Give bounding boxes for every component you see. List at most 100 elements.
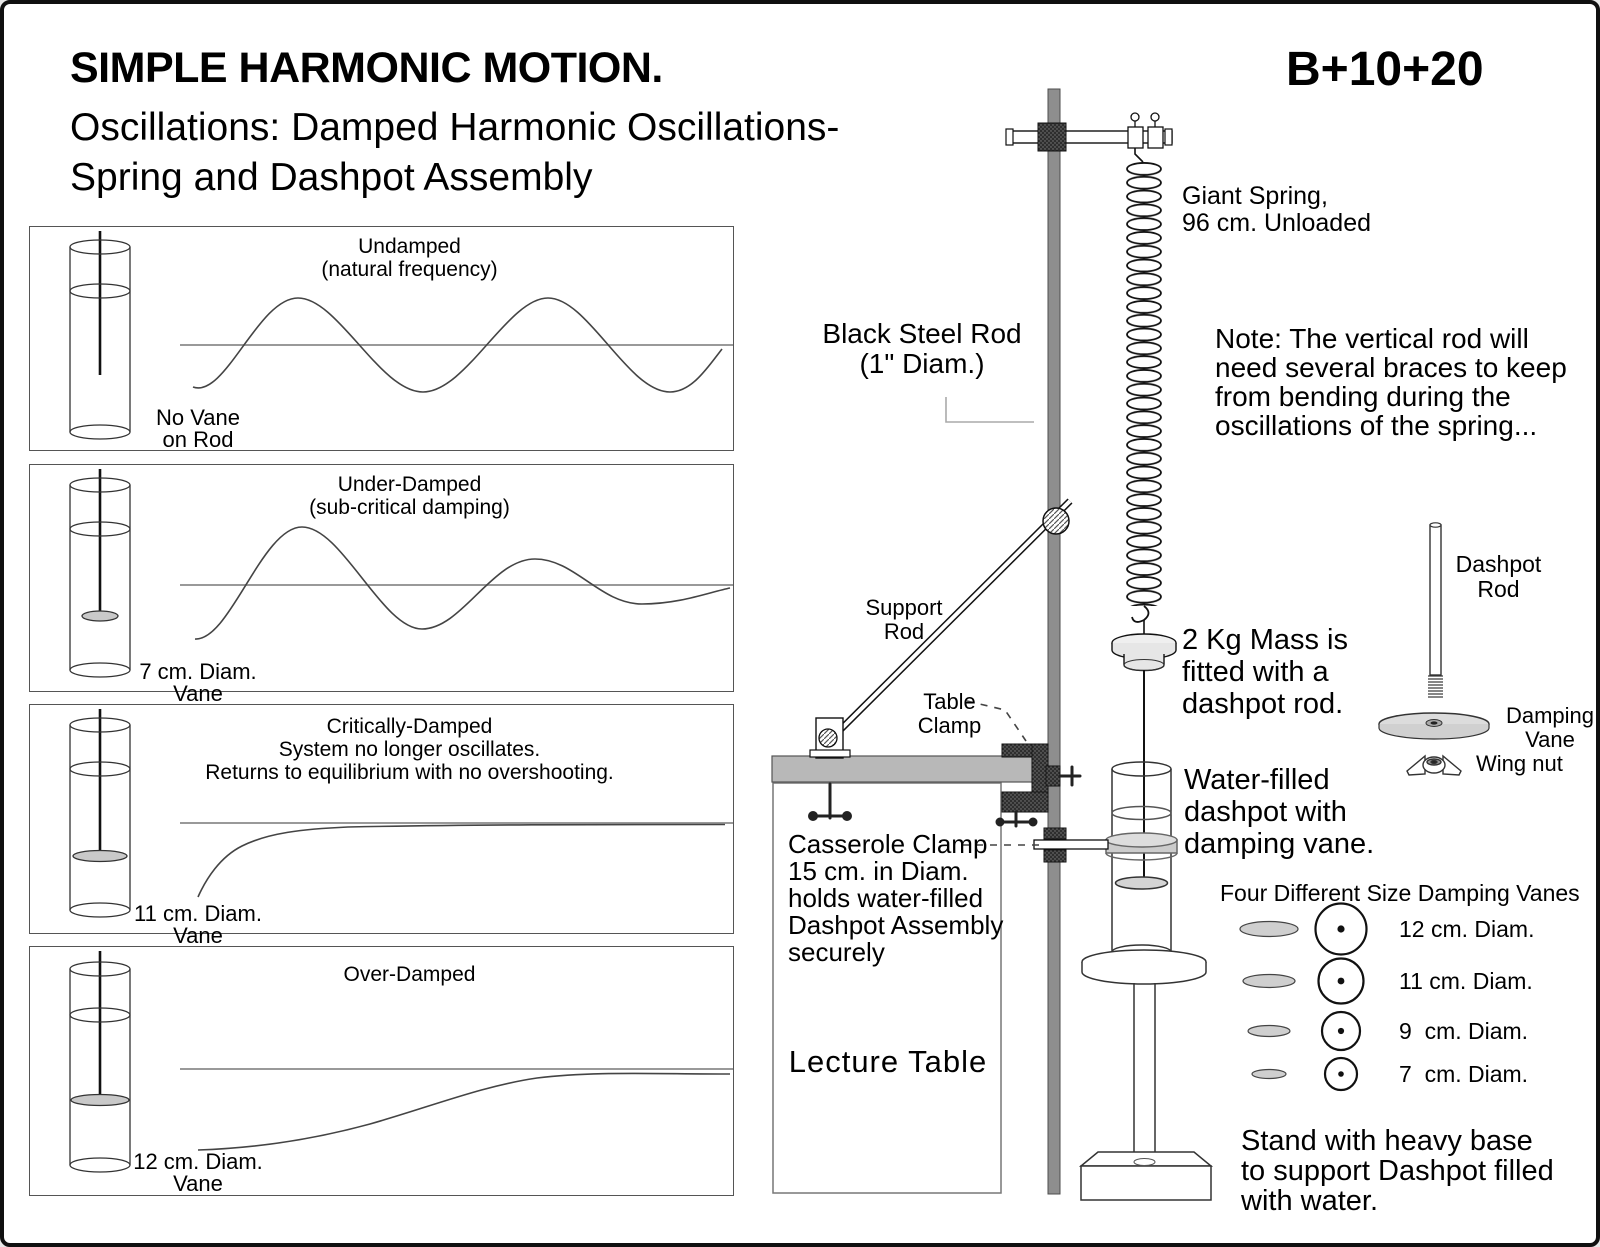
label-table-clamp: Table Clamp	[897, 690, 1002, 738]
mass-2kg	[1111, 633, 1177, 672]
label-casserole-clamp: Casserole Clamp 15 cm. in Diam. holds wa…	[788, 831, 1003, 966]
support-rod	[808, 498, 1073, 821]
wing-nut	[1406, 754, 1462, 776]
panel-title-line: Critically-Damped	[326, 715, 493, 738]
damping-vane-small	[81, 610, 119, 622]
water-level	[69, 521, 131, 537]
panel-title: Critically-Damped System no longer oscil…	[90, 715, 729, 784]
panel-caption: 11 cm. Diam. Vane	[118, 903, 278, 947]
damping-vane-medium	[72, 849, 128, 863]
panel-caption: No Vane on Rod	[118, 407, 278, 451]
dashpot-cylinder-drawing	[69, 951, 131, 1173]
panel-caption: 12 cm. Diam. Vane	[118, 1151, 278, 1195]
label-line: to support Dashpot filled	[1241, 1155, 1554, 1187]
panel-caption-line: Vane	[173, 1171, 223, 1196]
casserole-clamp	[1033, 827, 1109, 863]
label-line: holds water-filled	[788, 883, 984, 913]
label-line: Vane	[1525, 727, 1575, 752]
panel-over-damped: Over-Damped 12 cm. Diam. Vane	[29, 946, 734, 1196]
label-line: 2 Kg Mass is	[1182, 624, 1348, 656]
damping-vane-large	[70, 1093, 130, 1107]
top-rod-clamp	[1005, 112, 1173, 163]
label-line: securely	[788, 937, 885, 967]
casserole-collar	[1105, 832, 1178, 861]
panel-caption-line: 7 cm. Diam.	[139, 659, 257, 684]
label-line: fitted with a	[1182, 656, 1329, 688]
label-line: need several braces to keep	[1215, 352, 1567, 383]
label-line: oscillations of the spring...	[1215, 410, 1538, 441]
water-level	[69, 1007, 131, 1023]
label-line: Black Steel Rod	[822, 318, 1022, 349]
dashpot-stand	[1078, 949, 1214, 1201]
label-line: Water-filled	[1184, 764, 1330, 796]
undamped-wave	[192, 297, 723, 393]
label-support-rod: Support Rod	[849, 596, 959, 644]
label-line: from bending during the	[1215, 381, 1511, 412]
rod-threads	[1428, 675, 1443, 698]
label-dashpot-rod: Dashpot Rod	[1436, 552, 1561, 602]
submerged-damping-vane	[1114, 876, 1169, 890]
label-line: dashpot with	[1184, 796, 1347, 828]
vane-row-12cm	[1239, 902, 1368, 956]
table-clamp	[995, 743, 1082, 828]
label-black-steel-rod: Black Steel Rod (1" Diam.)	[802, 319, 1042, 379]
label-stand: Stand with heavy base to support Dashpot…	[1241, 1126, 1554, 1216]
panel-caption-line: on Rod	[162, 427, 234, 452]
panel-under-damped: Under-Damped (sub-critical damping) 7 cm…	[29, 464, 734, 705]
water-level	[69, 283, 131, 299]
under-damped-wave	[194, 526, 731, 640]
panel-title-line: (sub-critical damping)	[309, 496, 510, 519]
giant-spring	[1126, 162, 1162, 634]
over-damped-graph	[69, 951, 733, 1173]
panel-title: Over-Damped	[90, 963, 729, 986]
label-vane-size-11: 11 cm. Diam.	[1399, 968, 1533, 994]
water-dashpot	[1105, 761, 1178, 960]
label-line: (1" Diam.)	[859, 348, 985, 379]
lecture-table	[771, 755, 1035, 1194]
catalog-code: B+10+20	[1286, 43, 1484, 96]
label-line: Clamp	[917, 713, 982, 738]
label-line: dashpot rod.	[1182, 688, 1344, 720]
undamped-graph	[69, 231, 733, 440]
panel-title: Under-Damped (sub-critical damping)	[90, 473, 729, 519]
panel-title: Undamped (natural frequency)	[90, 235, 729, 281]
label-line: Support	[865, 595, 943, 620]
base-front-face	[1080, 1165, 1212, 1201]
panel-title-line: Over-Damped	[343, 963, 476, 986]
label-line: Casserole Clamp	[788, 829, 988, 859]
critically-damped-graph	[69, 709, 733, 918]
panel-caption-line: Vane	[173, 923, 223, 948]
subtitle-line-1: Oscillations: Damped Harmonic Oscillatio…	[70, 106, 840, 149]
label-line: Note: The vertical rod will	[1215, 323, 1529, 354]
dashpot-cylinder-drawing	[69, 709, 131, 918]
label-vane-size-9: 9 cm. Diam.	[1399, 1018, 1529, 1044]
water-level	[1111, 805, 1172, 821]
label-water-dashpot: Water-filled dashpot with damping vane.	[1184, 764, 1374, 860]
label-line: Rod	[883, 619, 925, 644]
label-vanes-heading: Four Different Size Damping Vanes	[1220, 880, 1580, 906]
spring-wire	[1134, 148, 1144, 163]
dashpot-cylinder-drawing	[69, 231, 131, 440]
support-rod-holder	[808, 717, 852, 821]
spring-hanger-pins	[1127, 112, 1164, 149]
subtitle-line-2: Spring and Dashpot Assembly	[70, 156, 593, 199]
vane-row-7cm	[1251, 1056, 1359, 1092]
label-line: Rod	[1477, 576, 1520, 602]
vane-row-9cm	[1247, 1010, 1362, 1052]
label-mass: 2 Kg Mass is fitted with a dashpot rod.	[1182, 624, 1348, 720]
dashpot-rod-exploded	[1378, 522, 1490, 776]
label-line: Giant Spring,	[1182, 182, 1328, 210]
black-steel-rod	[1047, 88, 1061, 1195]
black-steel-rod-leader	[945, 397, 1034, 423]
panel-caption-line: 12 cm. Diam.	[133, 1149, 263, 1174]
apparatus-drawing	[771, 88, 1490, 1201]
label-note: Note: The vertical rod will need several…	[1215, 324, 1567, 440]
panel-title-line: Under-Damped	[337, 473, 482, 496]
label-line: 96 cm. Unloaded	[1182, 209, 1372, 237]
panel-title-line: Returns to equilibrium with no overshoot…	[205, 761, 614, 784]
label-line: Dashpot Assembly	[788, 910, 1004, 940]
vane-row-11cm	[1242, 957, 1365, 1005]
rod-thumbscrew	[1058, 765, 1082, 787]
holder-screw	[808, 782, 852, 821]
dashpot-cylinder-drawing	[69, 469, 131, 678]
